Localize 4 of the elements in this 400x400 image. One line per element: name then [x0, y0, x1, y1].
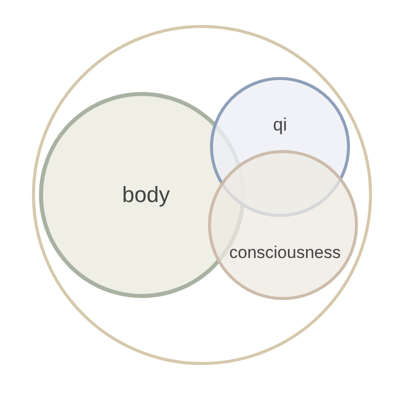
venn-circle: [32, 25, 372, 365]
circle-label: consciousness: [229, 243, 341, 263]
circle-label: body: [122, 182, 170, 208]
circle-label: qi: [273, 114, 287, 136]
